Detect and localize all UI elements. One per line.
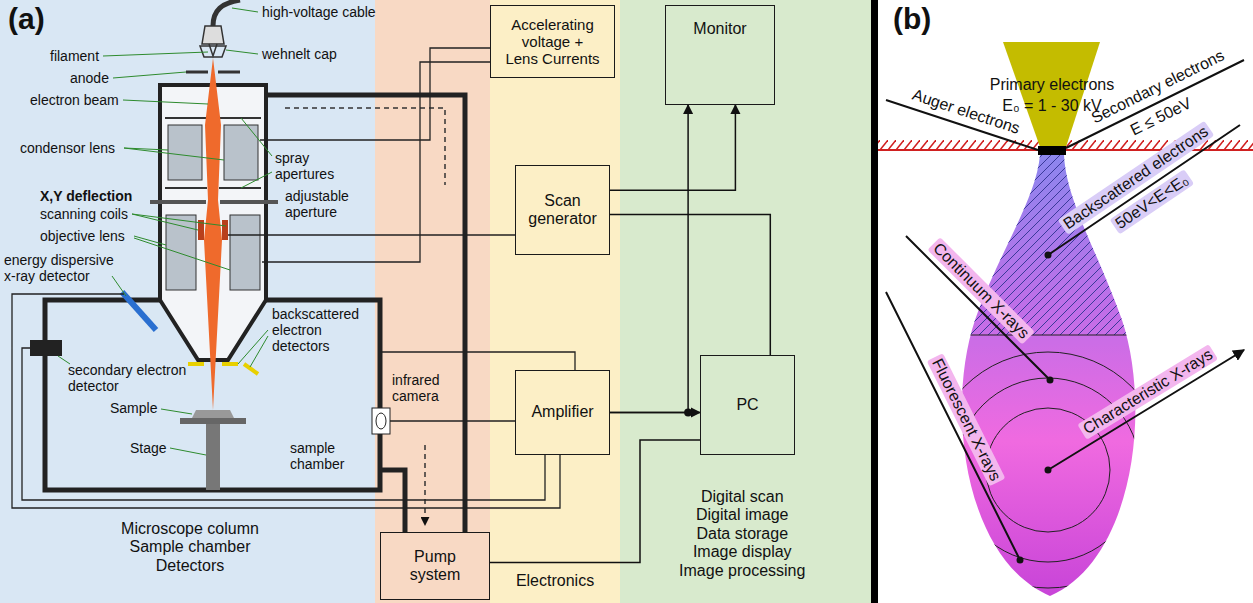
connector (610, 105, 688, 413)
part-label: Stage (130, 440, 167, 456)
sample-chamber-wall (45, 300, 380, 490)
adjustable-aperture-bar (150, 200, 206, 204)
box-label: Accelerating voltage + Lens Currents (504, 16, 601, 68)
band-label: Digital scan Digital image Data storage … (678, 488, 807, 580)
objective-lens-block (230, 215, 260, 290)
process-box: Scan generator (515, 165, 610, 255)
bse-detector (222, 362, 238, 366)
junction-dot (684, 409, 692, 417)
bse-detector (188, 362, 204, 366)
part-label: secondary electron detector (68, 362, 193, 394)
part-label: spray apertures (275, 150, 347, 182)
part-label: anode (70, 70, 109, 86)
panel-letter: (a) (8, 2, 45, 37)
region-band: Digital scan Digital image Data storage … (620, 0, 870, 603)
part-label: backscattered electron detectors (272, 306, 372, 354)
sample-symbol (192, 410, 234, 418)
zone-boundary (930, 352, 1166, 588)
stage-plate (180, 418, 246, 424)
stage-post (206, 424, 220, 490)
infrared-camera-lens (376, 413, 386, 429)
origin-dot (1045, 467, 1052, 474)
wehnelt-cap-symbol (200, 46, 226, 57)
part-label: energy dispersive x-ray detector (4, 252, 122, 284)
part-label: sample chamber (290, 440, 370, 472)
band-label: Microscope column Sample chamber Detecto… (110, 520, 270, 575)
electron-beam (204, 58, 222, 410)
electronics-band-ground (490, 0, 620, 603)
part-label: scanning coils (40, 206, 128, 222)
part-label: Sample (110, 400, 157, 416)
infrared-camera-symbol (372, 408, 390, 434)
emission-arrow (886, 60, 1244, 560)
origin-dot (1047, 377, 1054, 384)
box-label: PC (736, 396, 758, 414)
origin-dot (1017, 557, 1024, 564)
connector (490, 440, 700, 563)
high-voltage-cable (213, 0, 240, 26)
process-box: Monitor (665, 5, 775, 105)
part-label: infrared camera (392, 372, 460, 404)
part-label: X,Y deflection (40, 188, 132, 204)
part-label: high-voltage cable (262, 4, 376, 20)
box-label: Scan generator (520, 192, 605, 229)
box-label: Pump system (393, 548, 477, 585)
part-label: condensor lens (20, 140, 115, 156)
condensor-lens-block (168, 125, 202, 180)
edx-detector (122, 292, 156, 330)
part-label: objective lens (40, 228, 125, 244)
gun-body (202, 26, 224, 44)
vacuum-pipe (266, 95, 465, 532)
process-box: Amplifier (515, 370, 610, 455)
beam-spot (1038, 146, 1066, 155)
region-band: Electronics Accelerating voltage + Lens C… (490, 0, 620, 603)
part-label: electron beam (30, 92, 119, 108)
scanning-coil (222, 220, 228, 240)
adjustable-aperture-bar (220, 200, 278, 204)
pump-band-ground (375, 0, 490, 603)
band-label: Electronics (490, 572, 620, 590)
process-box: PC (700, 355, 795, 455)
box-label: Amplifier (531, 403, 593, 421)
panel-letter: (b) (893, 2, 931, 37)
part-label: adjustable aperture (285, 188, 365, 220)
signal-wire (12, 48, 575, 508)
zone-boundary (940, 335, 1160, 336)
se-detector (30, 340, 62, 356)
connector (610, 105, 735, 190)
connector (610, 215, 770, 356)
region-band: Microscope column Sample chamber Detecto… (0, 0, 375, 603)
part-label: wehnelt cap (262, 46, 337, 62)
panel-ground (878, 0, 1253, 603)
process-box: Accelerating voltage + Lens Currents (490, 5, 615, 78)
box-label: Monitor (693, 20, 746, 38)
process-box: Pump system (380, 532, 490, 600)
part-label: filament (50, 48, 99, 64)
origin-dot (1045, 252, 1052, 259)
computer-band-ground (620, 0, 871, 603)
panel-divider (871, 0, 878, 603)
beam-label: Primary electrons (982, 76, 1122, 94)
